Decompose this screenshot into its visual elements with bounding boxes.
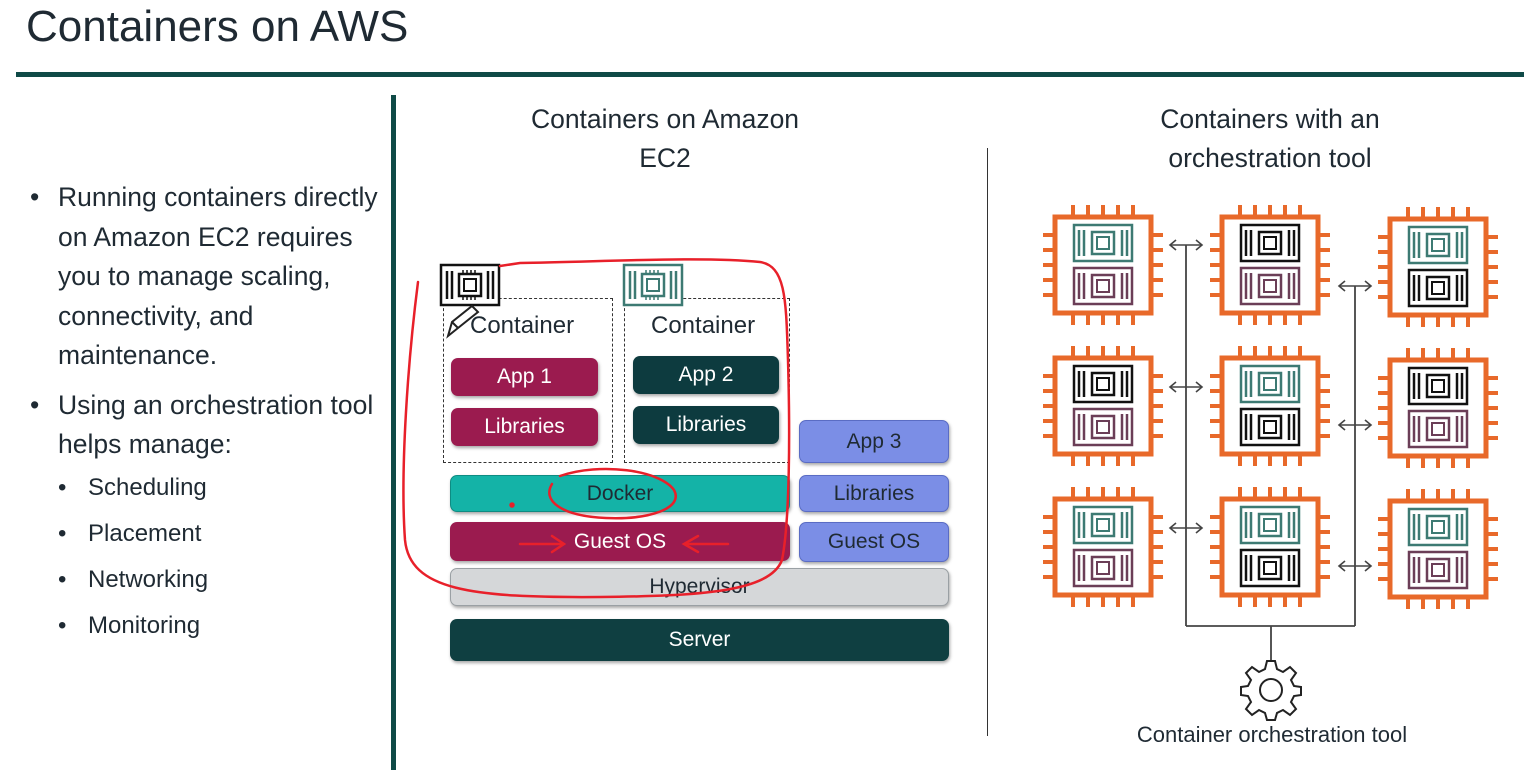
docker-block: Docker: [450, 475, 790, 512]
bullet-item: •Running containers directly on Amazon E…: [30, 182, 378, 370]
app2-block: App 2: [633, 356, 779, 394]
orchestration-title-line2: orchestration tool: [1168, 143, 1372, 173]
orchestration-panel-title: Containers with an orchestration tool: [1100, 100, 1440, 178]
left-panel-divider: [391, 95, 396, 770]
libraries1-block: Libraries: [451, 408, 598, 446]
orchestration-connectors: [1185, 245, 1356, 662]
sub-bullet-item: •Monitoring: [58, 611, 201, 639]
container1-label: Container: [470, 312, 575, 339]
chip-icon: [1043, 346, 1163, 466]
sub-bullet-item: •Scheduling: [58, 473, 207, 501]
chip-icon: [1378, 207, 1498, 327]
chip-icon: [1378, 348, 1498, 468]
chip-icon: [1210, 346, 1330, 466]
orchestration-tool-label: Container orchestration tool: [1136, 722, 1408, 747]
ec2-title-line2: EC2: [639, 143, 691, 173]
hypervisor-block: Hypervisor: [450, 568, 949, 606]
sub-bullet-text: Networking: [88, 565, 209, 593]
sub-bullet-item: •Networking: [58, 565, 209, 593]
chip-icon: [1210, 205, 1330, 325]
app3-block: App 3: [799, 420, 949, 463]
sub-bullet-text: Monitoring: [88, 611, 201, 639]
title-divider: [16, 72, 1524, 77]
right-panel-divider: [987, 148, 988, 736]
libraries2-block: Libraries: [633, 406, 779, 444]
chip-grid: [1043, 205, 1498, 609]
bullet-item: •Using an orchestration tool helps manag…: [30, 389, 374, 460]
guest-os2-block: Guest OS: [799, 522, 949, 562]
slide-title: Containers on AWS: [26, 2, 409, 51]
bullet-text: Using an orchestration tool helps manage…: [58, 389, 374, 460]
ec2-title-line1: Containers on Amazon: [530, 104, 800, 134]
guest-os1-block: Guest OS: [450, 522, 790, 561]
bullet-text: Running containers directly on Amazon EC…: [58, 182, 378, 370]
sub-bullet-text: Placement: [88, 519, 202, 547]
sub-bullet-item: •Placement: [58, 519, 202, 547]
libraries3-block: Libraries: [799, 475, 949, 512]
bullet-list: •Running containers directly on Amazon E…: [30, 178, 380, 649]
chip-icon: [1210, 487, 1330, 607]
chip-icon: [1378, 489, 1498, 609]
server-block: Server: [450, 619, 949, 661]
orchestration-title-line1: Containers with an: [1160, 104, 1380, 134]
sub-bullet-text: Scheduling: [88, 473, 207, 501]
double-arrow-icon: [1168, 239, 1373, 572]
container2-label: Container: [651, 312, 756, 339]
app1-block: App 1: [451, 358, 598, 396]
chip-icon: [1043, 487, 1163, 607]
chip-icon: [1043, 205, 1163, 325]
gear-icon: [1240, 660, 1302, 721]
ec2-panel-title: Containers on Amazon EC2: [490, 100, 840, 178]
